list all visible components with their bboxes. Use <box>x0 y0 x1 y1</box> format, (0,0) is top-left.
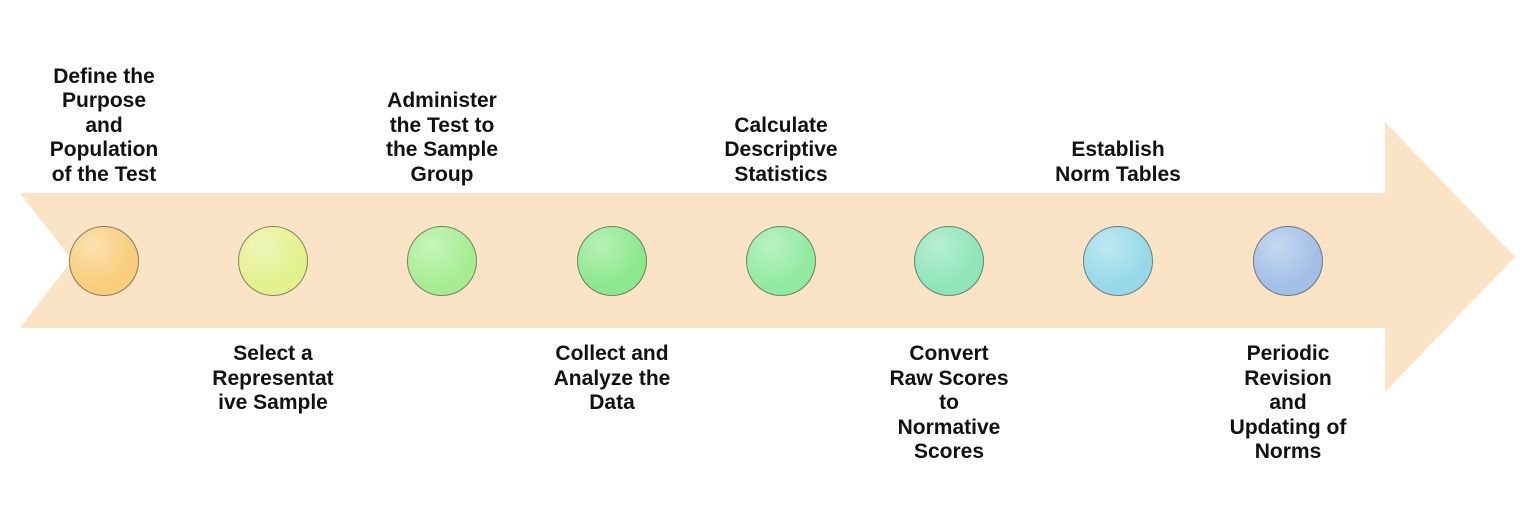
step-5-label: Calculate Descriptive Statistics <box>724 113 838 186</box>
step-7-circle <box>1083 226 1153 296</box>
step-8-circle <box>1253 226 1323 296</box>
step-6-circle <box>914 226 984 296</box>
step-1-label: Define the Purpose and Population of the… <box>49 64 159 186</box>
step-4-circle <box>577 226 647 296</box>
step-2-circle <box>238 226 308 296</box>
step-4-label: Collect and Analyze the Data <box>553 342 671 414</box>
step-3-label: Administer the Test to the Sample Group <box>385 89 499 186</box>
step-3-circle <box>407 226 477 296</box>
step-2-label: Select a Representat ive Sample <box>212 342 334 414</box>
step-7-label: Establish Norm Tables <box>1055 138 1181 186</box>
step-8-label: Periodic Revision and Updating of Norms <box>1229 342 1347 463</box>
step-1-circle <box>69 226 139 296</box>
step-5-circle <box>746 226 816 296</box>
step-6-label: Convert Raw Scores to Normative Scores <box>889 342 1009 463</box>
